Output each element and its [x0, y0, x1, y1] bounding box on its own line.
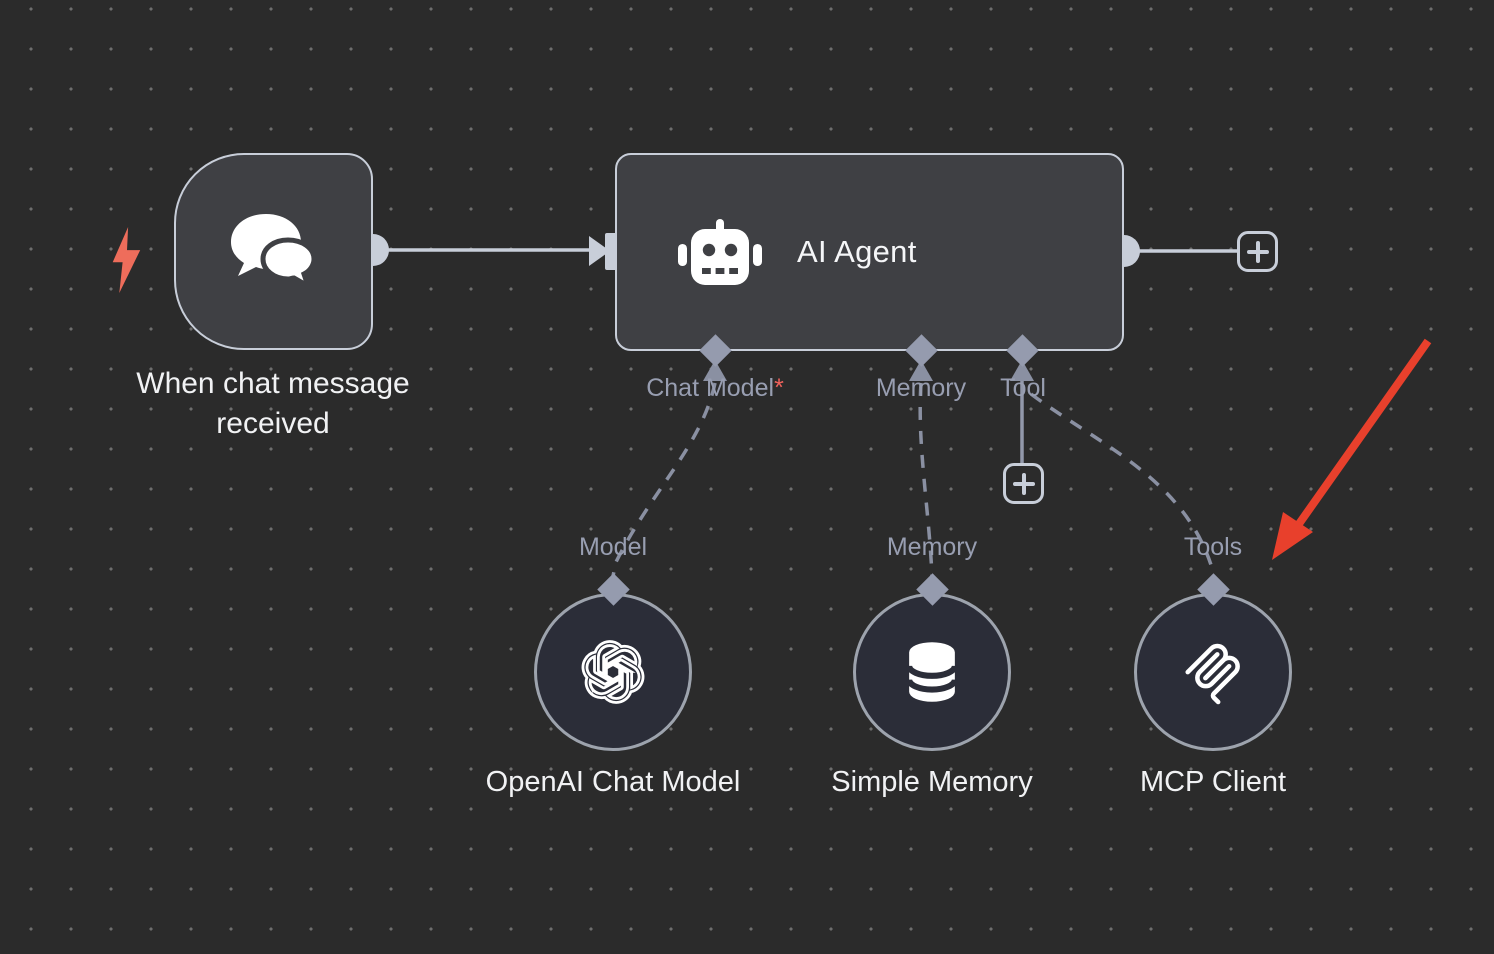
connection-chat-model[interactable] [611, 382, 717, 577]
model-input-label: Model [578, 533, 648, 561]
connection-tool-to-mcp[interactable] [1029, 392, 1214, 569]
connection-memory[interactable] [918, 382, 934, 577]
required-asterisk: * [774, 374, 784, 402]
ai-agent-node[interactable]: AI Agent [615, 153, 1124, 351]
agent-node-title: AI Agent [797, 234, 917, 269]
simple-memory-node[interactable] [853, 593, 1011, 751]
openai-node-label: OpenAI Chat Model [485, 766, 741, 798]
chat-trigger-node[interactable] [174, 153, 373, 350]
database-icon [906, 642, 958, 702]
chat-bubbles-icon [230, 213, 317, 291]
plus-icon [1012, 472, 1035, 495]
chat-model-port-label: Chat Model* [646, 374, 784, 402]
robot-icon [678, 219, 762, 285]
add-tool-button[interactable] [1003, 463, 1044, 504]
memory-input-label: Memory [886, 533, 978, 561]
memory-port-label: Memory [875, 374, 967, 402]
trigger-node-label: When chat message received [136, 367, 410, 440]
memory-node-label: Simple Memory [831, 766, 1033, 798]
mcp-icon [1185, 643, 1240, 705]
plus-icon [1246, 240, 1269, 263]
openai-icon [581, 640, 645, 704]
mcp-node-label: MCP Client [1139, 766, 1287, 798]
tools-input-label: Tools [1183, 533, 1243, 561]
agent-input-connector[interactable] [605, 233, 617, 270]
mcp-client-node[interactable] [1134, 593, 1292, 751]
tool-port-label: Tool [1000, 374, 1046, 402]
lightning-bolt-icon [112, 227, 141, 293]
add-next-node-button[interactable] [1237, 231, 1278, 272]
openai-chat-model-node[interactable] [534, 593, 692, 751]
